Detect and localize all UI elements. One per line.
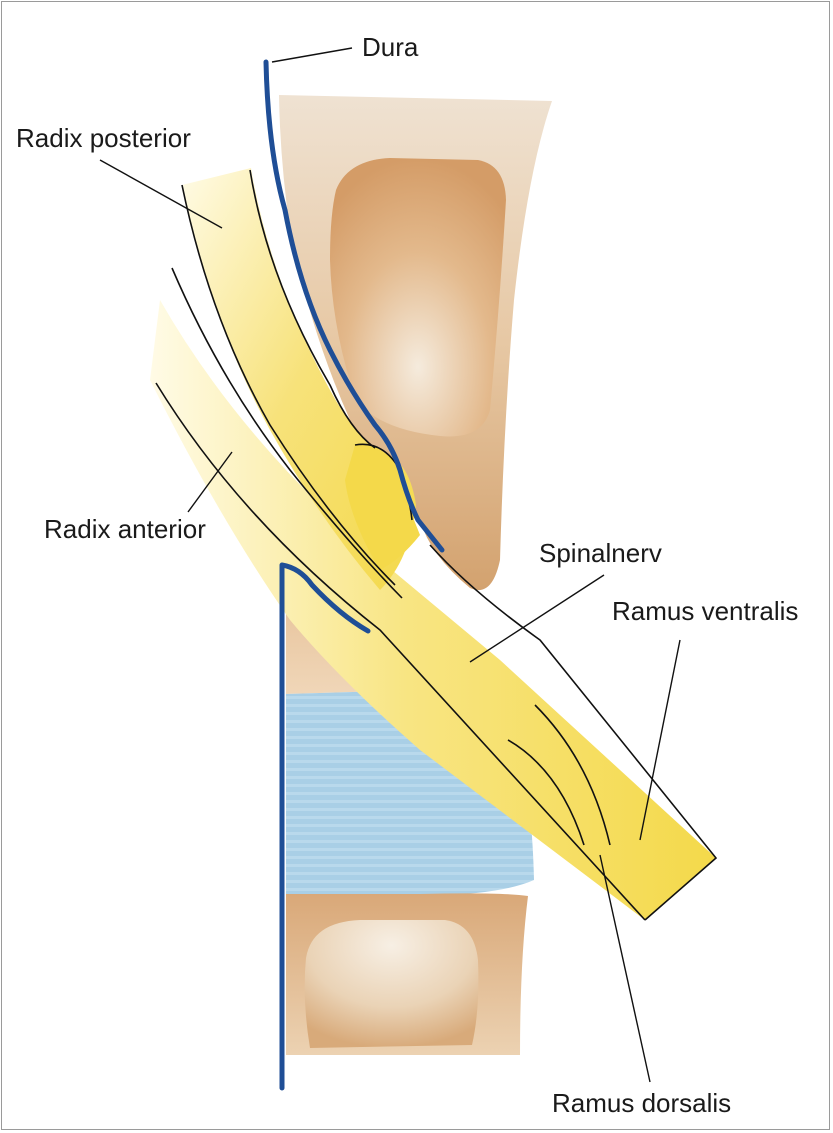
leader-spinalnerv [470,575,604,662]
label-radix-posterior: Radix posterior [16,123,191,153]
label-spinalnerv: Spinalnerv [539,538,662,568]
label-ramus-dorsalis: Ramus dorsalis [552,1088,731,1118]
lower-vertebral-body [305,920,479,1048]
label-ramus-ventralis: Ramus ventralis [612,596,798,626]
leader-dura [272,48,352,62]
label-dura: Dura [362,32,419,62]
label-radix-anterior: Radix anterior [44,514,206,544]
